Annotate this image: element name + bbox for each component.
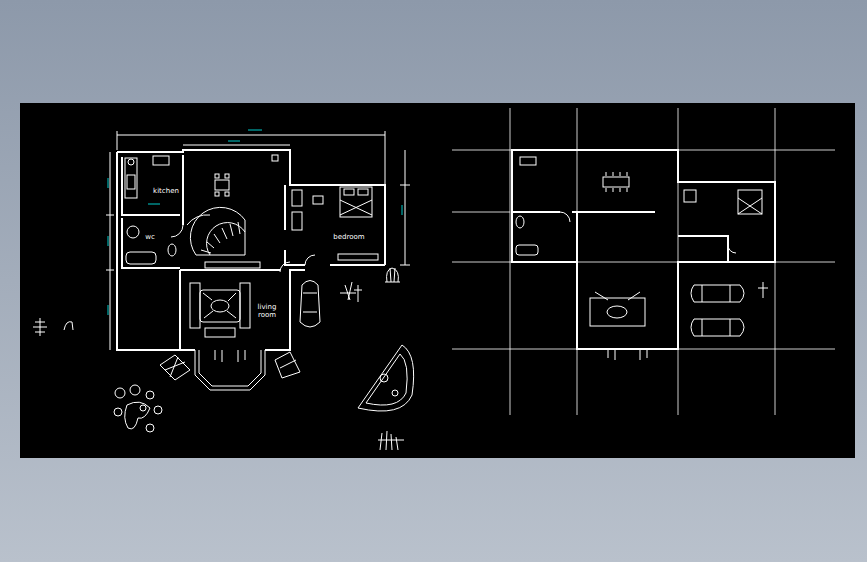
room-name: wc bbox=[140, 233, 160, 241]
room-label: wc bbox=[140, 233, 160, 241]
left-plan bbox=[33, 130, 414, 450]
room-name: bedroom bbox=[329, 233, 369, 241]
right-plan bbox=[452, 108, 835, 415]
room-name: living room bbox=[255, 303, 279, 319]
room-label: living room bbox=[255, 303, 279, 319]
cad-canvas bbox=[20, 103, 855, 458]
room-name: kitchen bbox=[146, 187, 186, 195]
room-label: bedroom bbox=[329, 233, 369, 241]
room-label: kitchen bbox=[146, 187, 186, 195]
